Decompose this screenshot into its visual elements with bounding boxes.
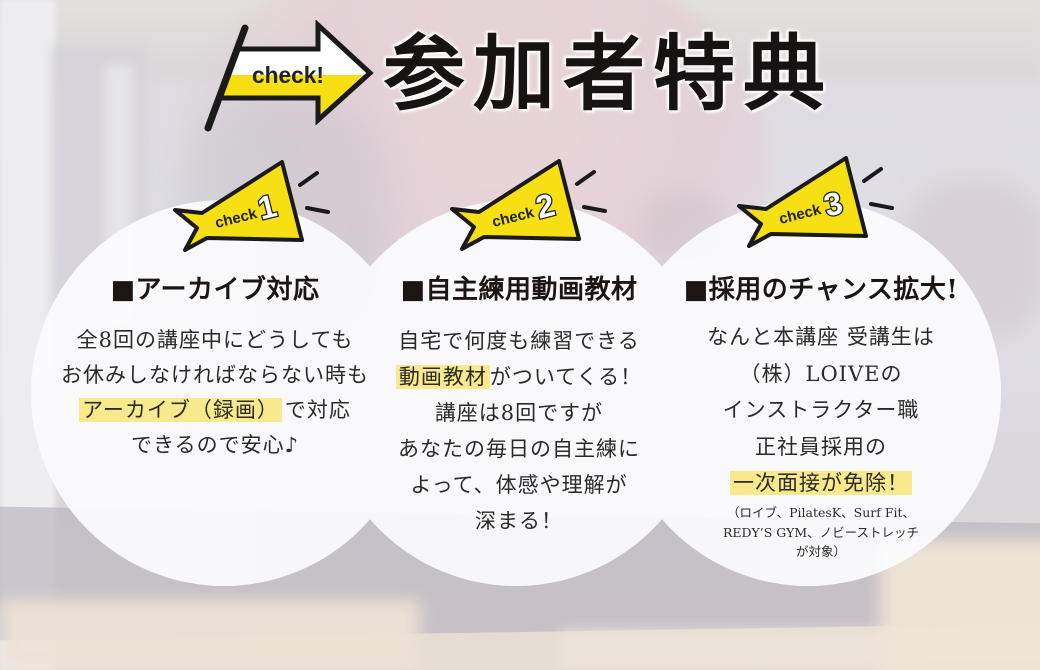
- line-text: （株）LOIVEの: [739, 361, 903, 386]
- description-line: 一次面接が免除！: [626, 465, 1016, 502]
- line-text: よって、体感や理解が: [410, 473, 628, 497]
- description-line: お休みしなければならない時も: [20, 358, 410, 393]
- highlighted-text: アーカイブ（録画）: [79, 398, 282, 422]
- benefit-description: 全8回の講座中にどうしても お休みしなければならない時も アーカイブ（録画）で対…: [20, 323, 410, 463]
- line-text: 正社員採用の: [755, 434, 887, 459]
- description-line: インストラクター職: [626, 392, 1016, 429]
- benefit-title: ■アーカイブ対応: [110, 275, 320, 305]
- description-line: 自宅で何度も練習できる: [324, 323, 714, 359]
- line-text: あなたの毎日の自主練に: [398, 437, 640, 461]
- description-line: アーカイブ（録画）で対応: [20, 393, 410, 428]
- benefit-practice-videos: ■自主練用動画教材 自宅で何度も練習できる 動画教材がついてくる！ 講座は8回で…: [324, 0, 714, 670]
- background-floor: [560, 630, 920, 670]
- footnote-line: REDY’S GYM、ノビーストレッチ: [722, 524, 919, 540]
- benefit-archive: ■アーカイブ対応 全8回の講座中にどうしても お休みしなければならない時も アー…: [20, 0, 410, 670]
- description-line: よって、体感や理解が: [324, 467, 714, 503]
- line-text: 深まる！: [475, 509, 563, 533]
- line-text: がついてくる！: [489, 365, 643, 389]
- description-line: あなたの毎日の自主練に: [324, 431, 714, 467]
- description-line: 深まる！: [324, 503, 714, 539]
- benefit-title: ■採用のチャンス拡大!: [683, 275, 959, 305]
- description-line: 正社員採用の: [626, 429, 1016, 466]
- page-title: 参加者特典: [383, 26, 834, 122]
- description-line: 講座は8回ですが: [324, 395, 714, 431]
- description-line: （株）LOIVEの: [626, 356, 1016, 393]
- line-text: お休みしなければならない時も: [61, 363, 369, 387]
- footnote-line: （ロイブ、PilatesK、Surf Fit、: [726, 505, 916, 520]
- megaphone-badge-icon: check 2: [450, 159, 607, 251]
- highlighted-text: 動画教材: [395, 365, 490, 389]
- line-text: インストラクター職: [722, 398, 920, 422]
- arrow-label: check!: [252, 62, 324, 88]
- background-floor: [0, 600, 420, 670]
- description-line: 全8回の講座中にどうしても: [20, 323, 410, 358]
- description-line: 動画教材がついてくる！: [324, 359, 714, 395]
- line-text: 講座は8回ですが: [434, 401, 604, 425]
- benefit-description: 自宅で何度も練習できる 動画教材がついてくる！ 講座は8回ですが あなたの毎日の…: [324, 323, 714, 539]
- highlighted-text: 一次面接が免除！: [730, 471, 912, 495]
- line-text: できるので安心♪: [131, 433, 299, 457]
- megaphone-badge-icon: check 1: [173, 160, 330, 252]
- benefit-circle-3: [615, 200, 1001, 586]
- description-line: なんと本講座 受講生は: [626, 319, 1016, 356]
- line-text: 全8回の講座中にどうしても: [76, 328, 354, 352]
- benefit-hiring-chance: ■採用のチャンス拡大! なんと本講座 受講生は （株）LOIVEの インストラク…: [626, 0, 1016, 670]
- line-text: で対応: [284, 398, 351, 422]
- megaphone-badge-icon: check 3: [737, 156, 894, 248]
- check-arrow-icon: check!: [204, 20, 374, 132]
- footnote-line: が対象）: [795, 544, 846, 559]
- line-text: 自宅で何度も練習できる: [398, 329, 640, 353]
- benefit-title: ■自主練用動画教材: [400, 275, 638, 305]
- benefit-description: なんと本講座 受講生は （株）LOIVEの インストラクター職 正社員採用の 一…: [626, 319, 1016, 502]
- benefit-footnote: （ロイブ、PilatesK、Surf Fit、 REDY’S GYM、ノビースト…: [626, 503, 1016, 562]
- description-line: できるので安心♪: [20, 428, 410, 463]
- line-text: なんと本講座 受講生は: [707, 325, 935, 349]
- background-floor: [880, 540, 1040, 670]
